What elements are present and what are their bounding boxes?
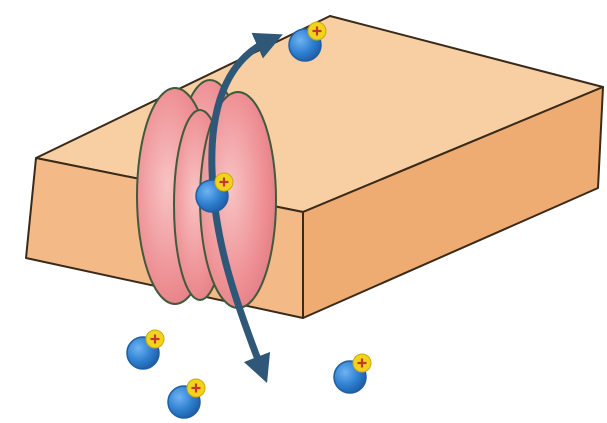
membrane-slab	[26, 16, 603, 318]
ion	[127, 330, 164, 369]
ion	[334, 354, 371, 393]
ion	[168, 379, 205, 418]
